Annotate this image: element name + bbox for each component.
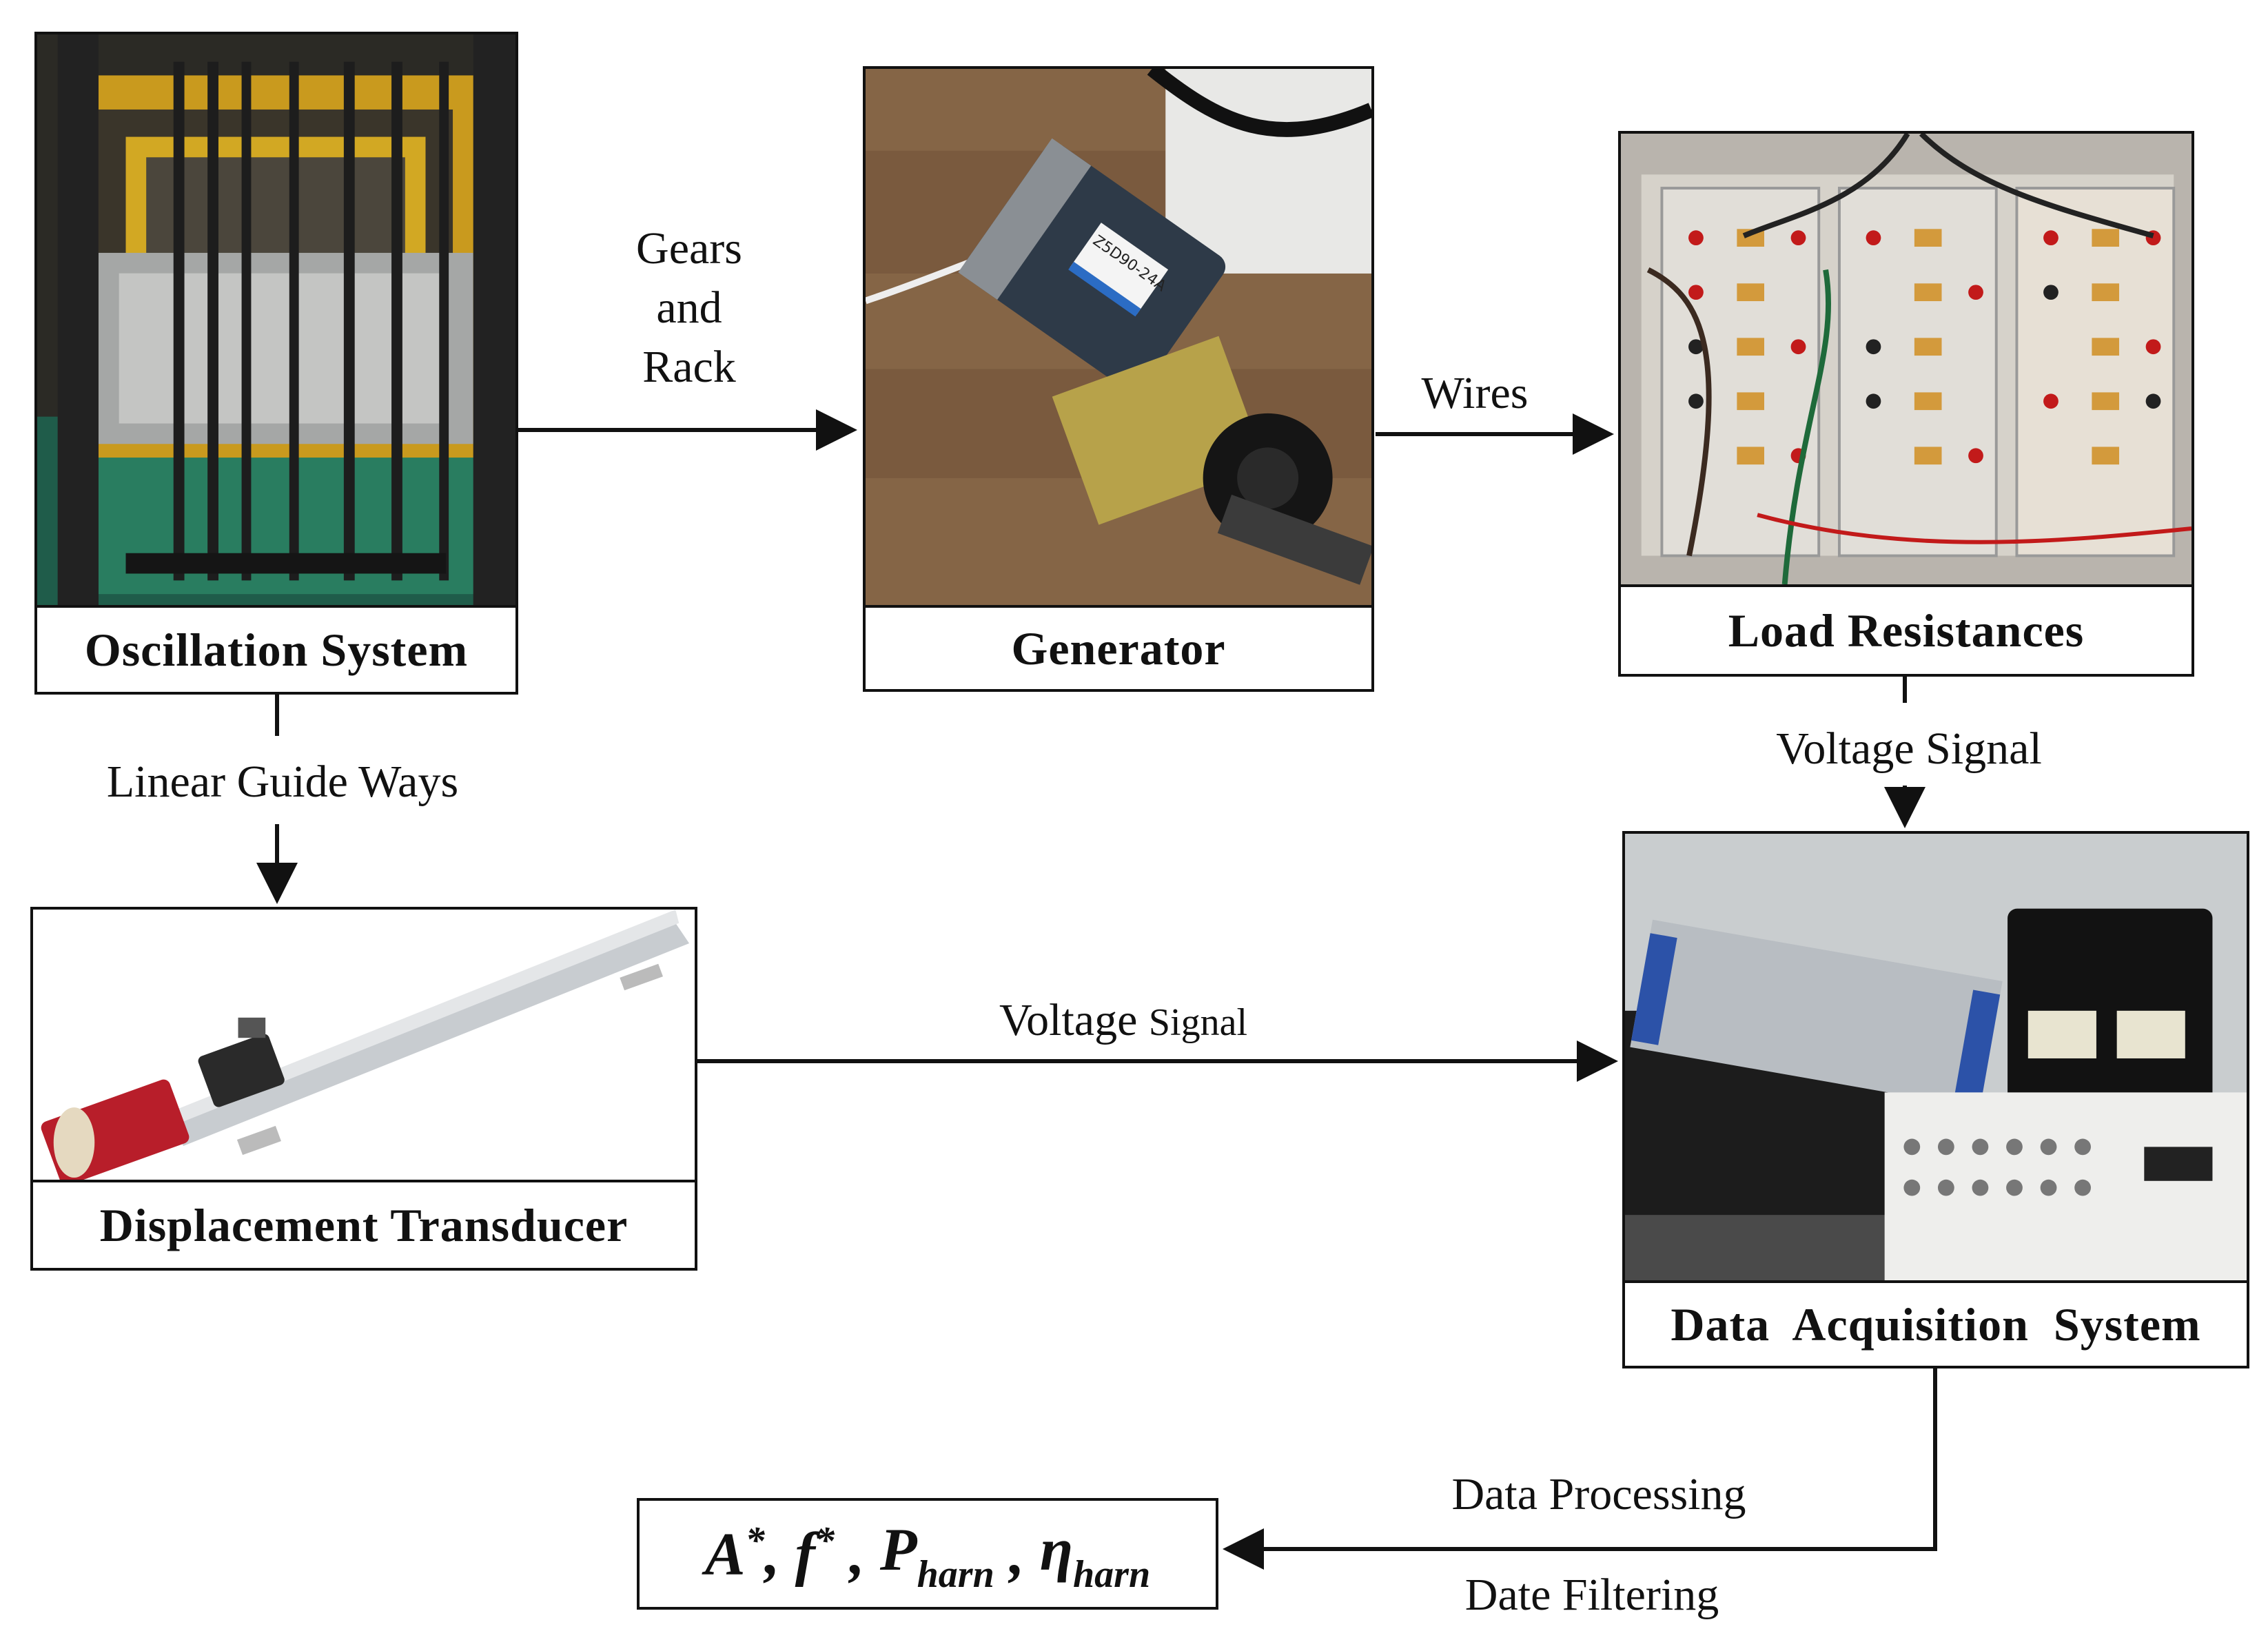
separator: ,: [1009, 1520, 1025, 1588]
edge-label-data-processing: Data Processing: [1451, 1469, 1746, 1519]
load-resistances-label: Load Resistances: [1618, 584, 2194, 677]
edge-label-date-filtering: Date Filtering: [1464, 1570, 1719, 1620]
edge-label-gears: Gears: [636, 223, 742, 274]
edge-label-gears-and-rack: Gears and Rack: [606, 219, 772, 396]
harvesting-efficiency-symbol: ηharn: [1039, 1517, 1151, 1596]
oscillation-system-text: Oscillation System: [84, 623, 469, 676]
data-acquisition-system-text: Data Acquisition System: [1671, 1298, 2201, 1351]
edge-label-rack: Rack: [642, 341, 736, 392]
separator: ,: [764, 1520, 780, 1588]
harvested-power-symbol: Pharn: [879, 1517, 994, 1596]
load-resistances-text: Load Resistances: [1728, 604, 2085, 657]
edge-label-voltage: Voltage: [999, 995, 1138, 1045]
frequency-symbol: f*: [795, 1519, 835, 1588]
edge-label-voltage-signal-top: Voltage Signal: [1776, 724, 2042, 774]
oscillation-system-label: Oscillation System: [34, 605, 518, 695]
edge-label-signal: Signal: [1148, 1001, 1248, 1044]
generator-photo: Z5D90-24A: [863, 66, 1374, 608]
edge-label-wires: Wires: [1421, 368, 1529, 418]
displacement-transducer-photo: [30, 907, 697, 1182]
edge-label-and: and: [656, 282, 722, 333]
generator-label: Generator: [863, 605, 1374, 692]
oscillation-system-photo: [34, 32, 518, 608]
output-metrics-box: A*, f* , Pharn , ηharn: [637, 1498, 1218, 1610]
data-acquisition-photo: [1622, 831, 2249, 1283]
separator: ,: [849, 1520, 865, 1588]
load-resistances-photo: [1618, 131, 2194, 587]
displacement-transducer-text: Displacement Transducer: [99, 1198, 629, 1251]
edge-label-voltage-signal-middle: Voltage Signal: [951, 991, 1296, 1050]
data-acquisition-system-label: Data Acquisition System: [1622, 1280, 2249, 1368]
edge-label-linear-guide-ways: Linear Guide Ways: [106, 757, 459, 807]
displacement-transducer-label: Displacement Transducer: [30, 1180, 697, 1271]
generator-text: Generator: [1011, 622, 1226, 675]
amplitude-symbol: A*: [704, 1519, 765, 1588]
